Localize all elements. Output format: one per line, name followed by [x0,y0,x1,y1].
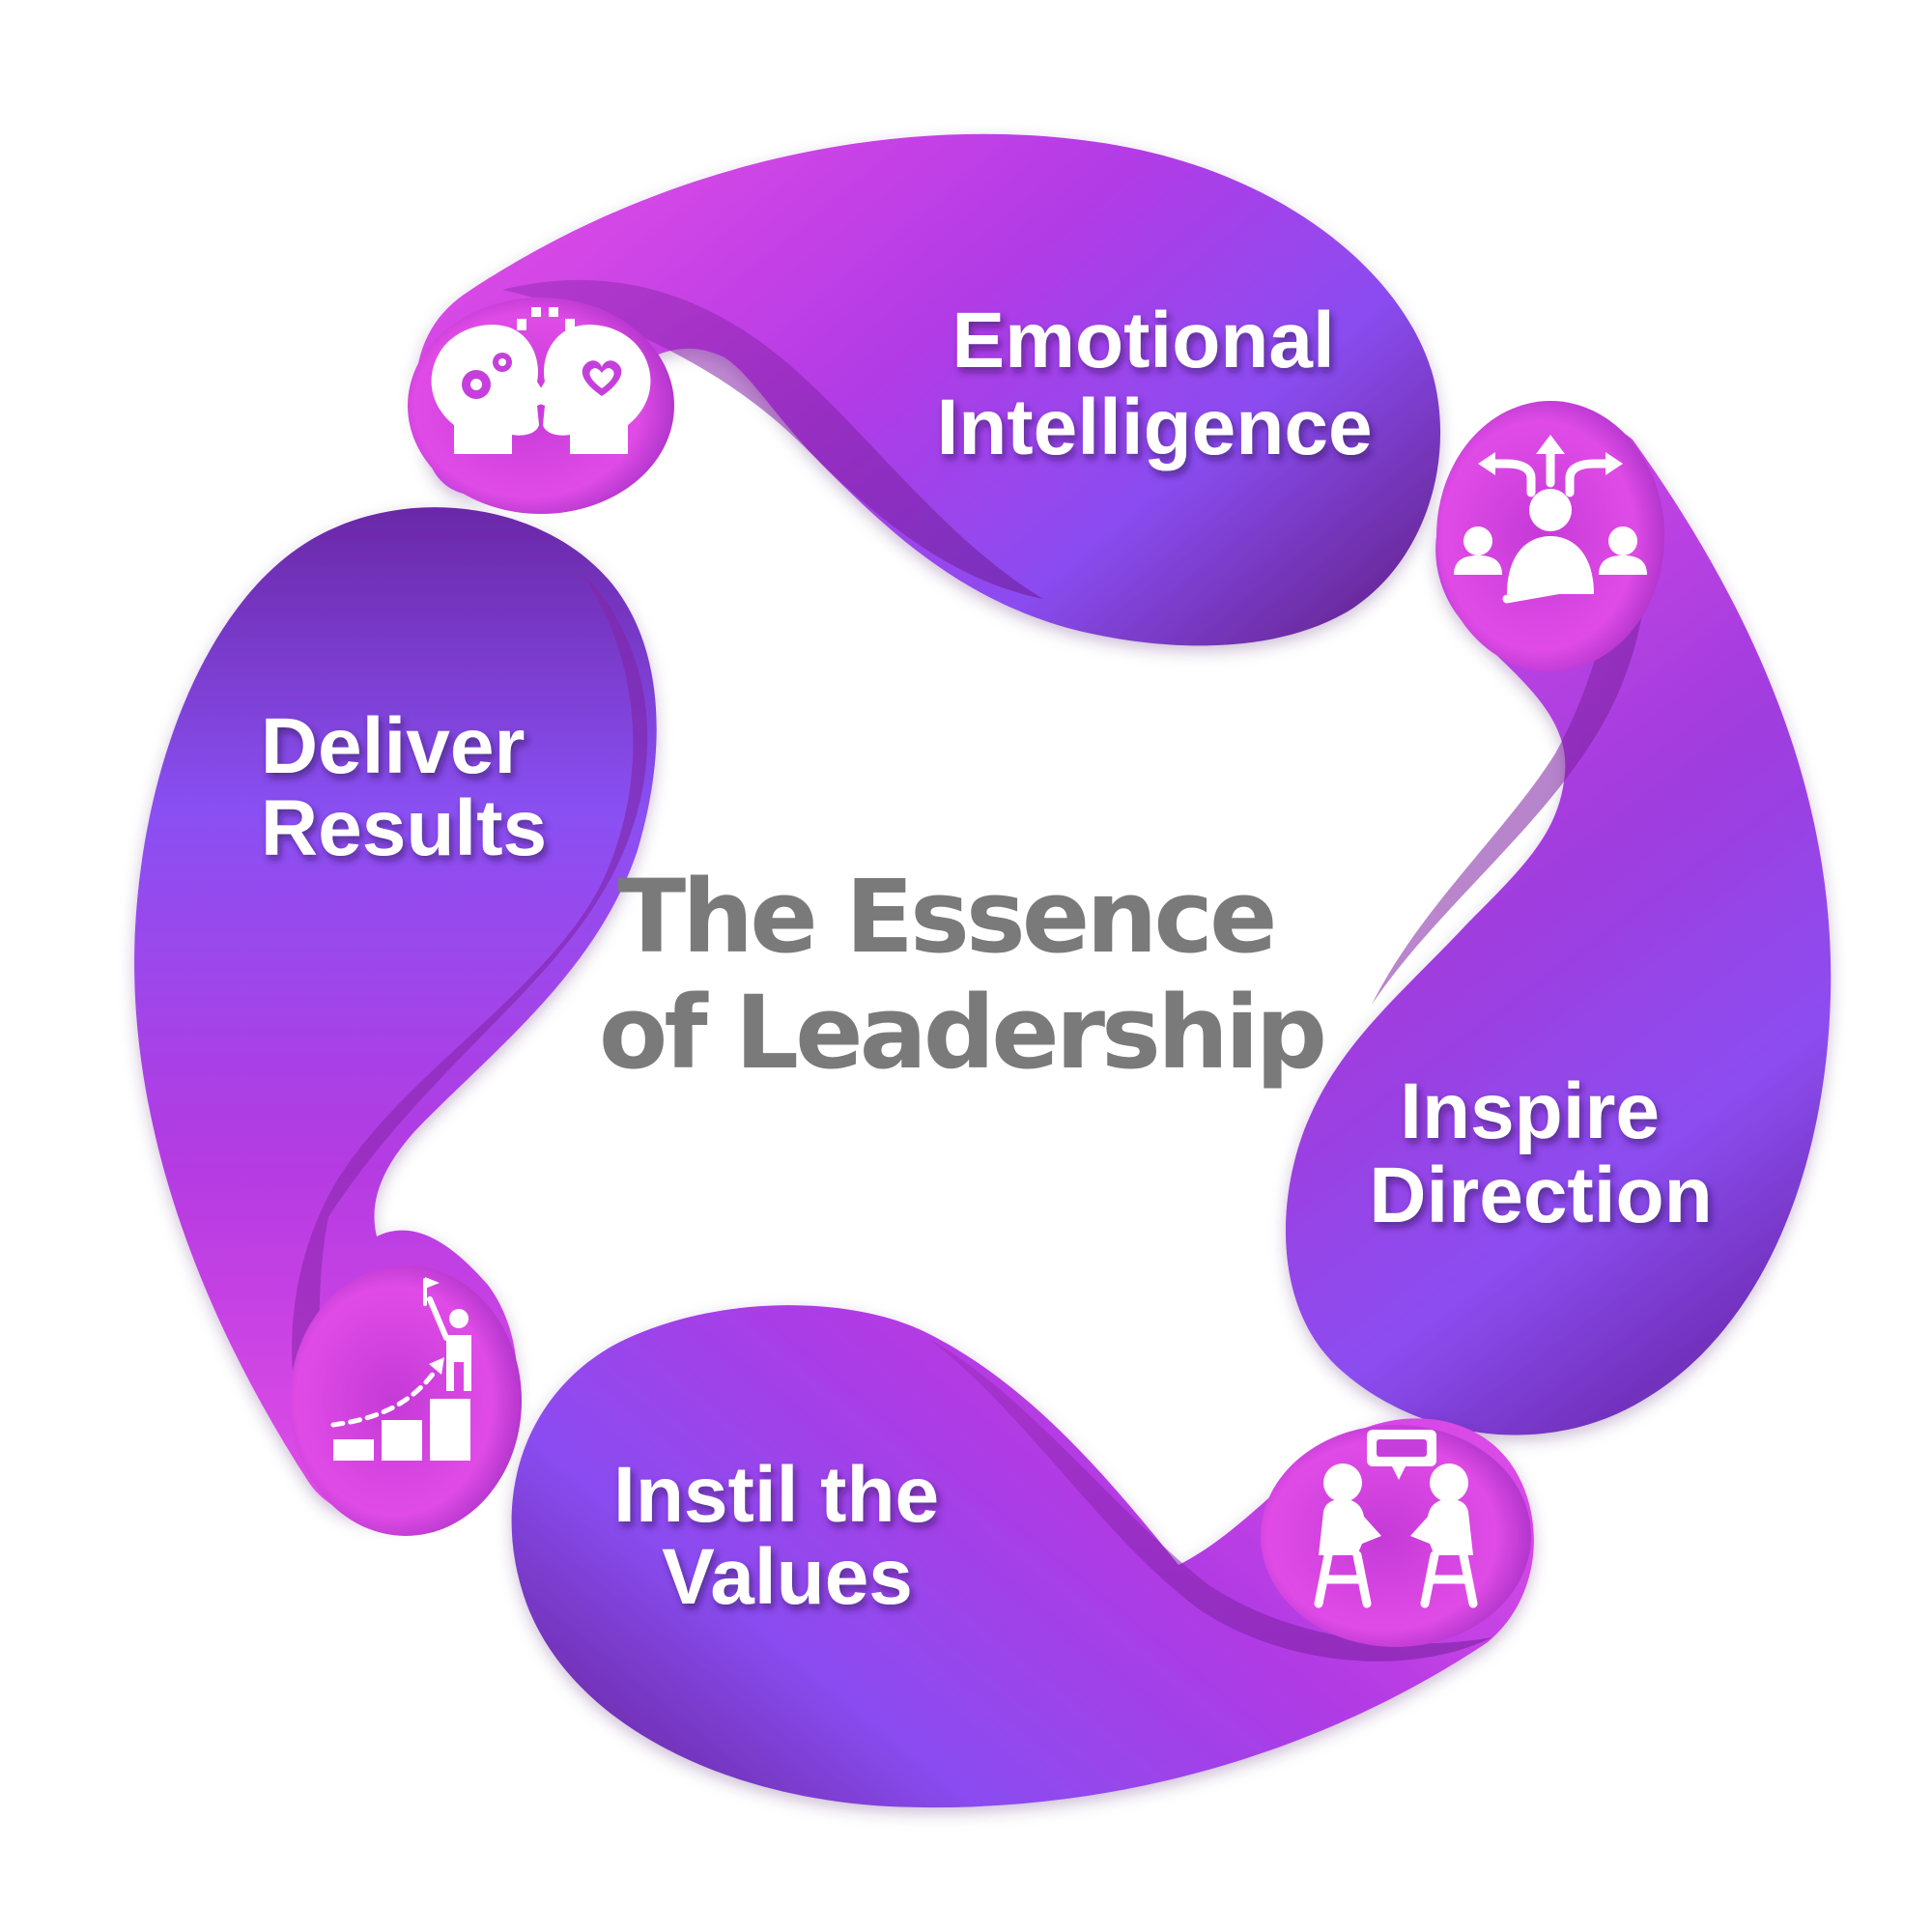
segment-label-instil-the-values: Instil the Values [613,1451,961,1621]
label-line2: Intelligence [936,384,1372,471]
label-line1: Inspire [1400,1067,1660,1155]
label-line1: Deliver [261,702,526,790]
label-line1: Instil the [613,1451,939,1539]
label-line1: Emotional [952,297,1334,384]
petal-right [1285,422,1832,1435]
petal-bottom [511,1305,1534,1808]
petal-left [134,507,657,1520]
petal-top [415,133,1441,646]
center-title-line2: of Leadership [599,974,1323,1092]
label-line2: Direction [1369,1151,1712,1239]
label-line2: Values [662,1533,913,1621]
segment-label-inspire-direction: Inspire Direction [1369,1067,1712,1239]
petal-right-fold [1372,444,1648,1005]
person-climbing-steps-icon [330,1277,471,1461]
brain-heart-heads-icon [431,307,651,454]
segment-label-emotional-intelligence: Emotional Intelligence [936,297,1372,471]
segment-label-deliver-results: Deliver Results [261,702,547,872]
petal-top-fold [502,279,1043,599]
center-title: The Essence of Leadership [599,858,1323,1092]
team-direction-arrows-icon [1454,435,1647,604]
center-title-line1: The Essence [617,858,1273,976]
petal-bottom-fold [927,1338,1492,1662]
label-line2: Results [261,784,547,872]
two-people-conversation-icon [1314,1430,1478,1608]
